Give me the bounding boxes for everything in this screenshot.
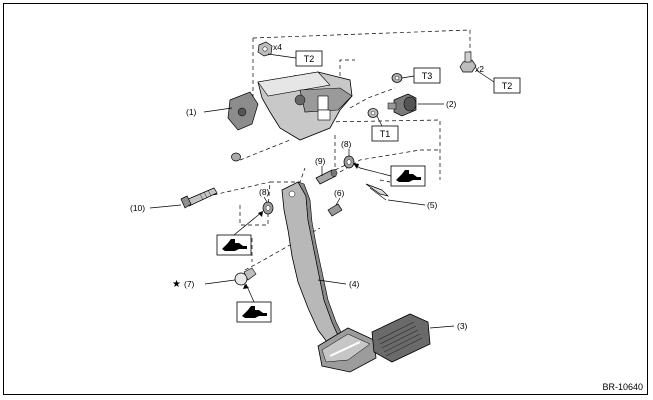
- assembly-guide-lines: [199, 29, 471, 271]
- callout-8-lower: (8): [259, 187, 270, 197]
- callout-1: (1): [186, 107, 197, 117]
- snap-clip: [365, 183, 390, 201]
- callout-9: (9): [315, 156, 326, 166]
- bushing-upper: [343, 155, 355, 169]
- nut-t3: [391, 73, 403, 83]
- diagram-frame: [3, 3, 648, 395]
- leader-arrowheads: [243, 163, 359, 289]
- callout-10: (10): [130, 203, 145, 213]
- svg-text:T2: T2: [304, 54, 315, 64]
- pedal-shaft-bolt: [180, 187, 218, 209]
- nut-left: [231, 152, 241, 162]
- torque-box-t2-nuts: T2: [295, 50, 323, 67]
- svg-text:T3: T3: [422, 71, 433, 81]
- grease-apply-icon: [390, 165, 426, 187]
- flange-nut-top: [257, 41, 273, 57]
- torque-box-t1: T1: [371, 125, 399, 142]
- stopper: [327, 203, 343, 217]
- clevis-pin: [234, 267, 257, 286]
- figure-id: BR-10640: [602, 382, 643, 392]
- callout-5: (5): [427, 200, 438, 210]
- callout-6: (6): [334, 188, 345, 198]
- callout-7: (7): [184, 279, 195, 289]
- nut-t1: [367, 108, 379, 118]
- qty-bolts: x2: [475, 64, 484, 74]
- qty-nuts: x4: [273, 42, 282, 52]
- callout-8-upper: (8): [341, 139, 352, 149]
- svg-text:T1: T1: [380, 129, 391, 139]
- pedal-pad: [371, 313, 431, 363]
- torque-box-t2-bolts: T2: [493, 77, 521, 94]
- pedal-bracket: [227, 71, 353, 141]
- brake-pedal: [281, 181, 377, 373]
- callout-3: (3): [457, 321, 468, 331]
- stop-light-switch: [387, 93, 417, 117]
- mounting-bolt-top: [459, 51, 477, 73]
- torque-box-t3: T3: [413, 67, 441, 84]
- star-mark: ★: [172, 279, 181, 290]
- callout-4: (4): [349, 279, 360, 289]
- callout-2: (2): [446, 99, 457, 109]
- bushing-lower: [262, 201, 274, 215]
- grease-apply-icon: [216, 234, 252, 256]
- svg-text:T2: T2: [502, 81, 513, 91]
- spacer: [315, 169, 338, 185]
- grease-apply-icon: [236, 301, 272, 323]
